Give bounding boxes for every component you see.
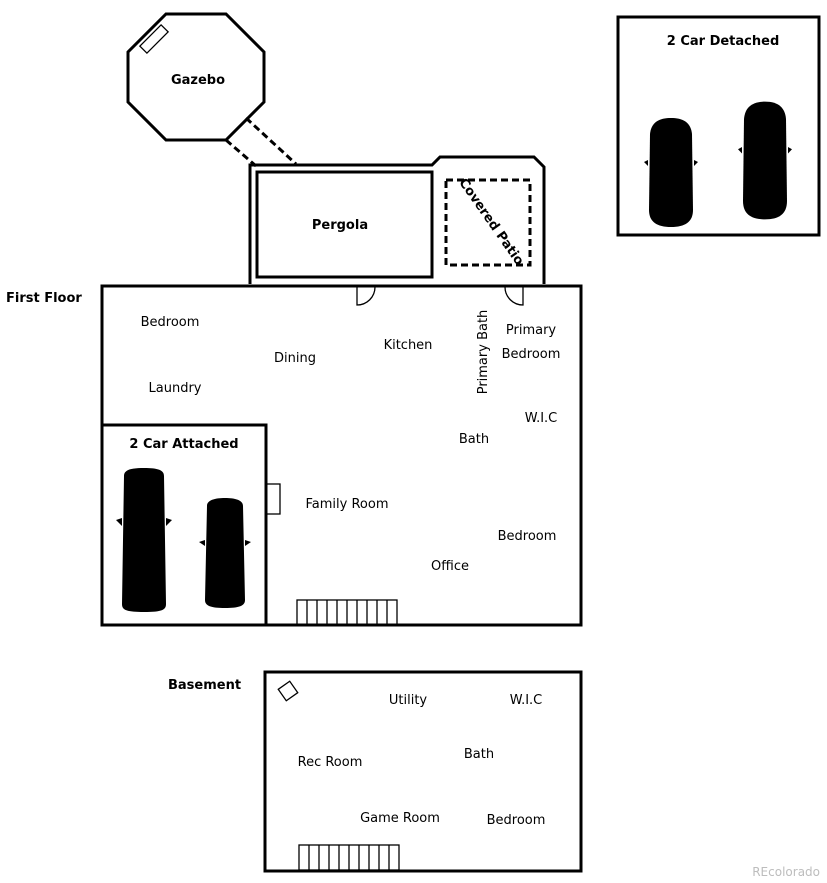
water-heater-icon: [277, 680, 299, 702]
attached-garage-label: 2 Car Attached: [129, 437, 238, 452]
game-room-label: Game Room: [360, 811, 440, 826]
dining-label: Dining: [274, 351, 316, 366]
convertible-car-icon: [644, 118, 698, 227]
door-icon: [356, 286, 376, 306]
kitchen-label: Kitchen: [384, 338, 433, 353]
first-floor-plan: Bedroom Dining Kitchen Laundry Primary B…: [100, 284, 583, 627]
first-floor-heading: First Floor: [6, 291, 82, 306]
detached-garage-label: 2 Car Detached: [667, 34, 780, 49]
laundry-label: Laundry: [149, 381, 202, 396]
utility-label: Utility: [389, 693, 428, 708]
bath-label: Bath: [459, 432, 489, 447]
door-icon: [504, 286, 524, 306]
rec-room-label: Rec Room: [298, 755, 363, 770]
primary-bedroom-label-line2: Bedroom: [502, 347, 561, 362]
pickup-truck-icon: [116, 468, 172, 612]
basement-bedroom-label: Bedroom: [487, 813, 546, 828]
pergola: Pergola: [255, 170, 434, 279]
outdoor-area-outline: [248, 155, 546, 284]
primary-bath-label: Primary Bath: [476, 310, 491, 395]
suv-car-icon: [199, 498, 251, 608]
office-label: Office: [431, 559, 469, 574]
primary-bedroom-label-line1: Primary: [506, 323, 557, 338]
stairs-icon: [296, 599, 398, 626]
pergola-label: Pergola: [312, 218, 368, 233]
basement-wic-label: W.I.C: [510, 693, 543, 708]
watermark: REcolorado: [752, 865, 820, 879]
gazebo-label: Gazebo: [171, 73, 225, 88]
basement-bath-label: Bath: [464, 747, 494, 762]
bedroom-label: Bedroom: [141, 315, 200, 330]
covered-patio: Covered Patio: [444, 176, 532, 269]
basement-heading: Basement: [168, 678, 241, 693]
convertible-car-icon: [738, 101, 792, 220]
fireplace-icon: [265, 483, 281, 515]
attached-garage: 2 Car Attached: [100, 423, 268, 627]
family-room-label: Family Room: [306, 497, 389, 512]
wic-label: W.I.C: [525, 411, 558, 426]
basement-plan: Utility W.I.C Rec Room Bath Game Room Be…: [263, 670, 583, 873]
covered-patio-label: Covered Patio: [455, 176, 526, 269]
bedroom-label: Bedroom: [498, 529, 557, 544]
detached-garage: 2 Car Detached: [616, 15, 821, 237]
gazebo: Gazebo: [126, 12, 266, 142]
stairs-icon: [298, 844, 400, 871]
gazebo-walkway: [225, 116, 298, 168]
gazebo-bench-icon: [138, 23, 170, 55]
